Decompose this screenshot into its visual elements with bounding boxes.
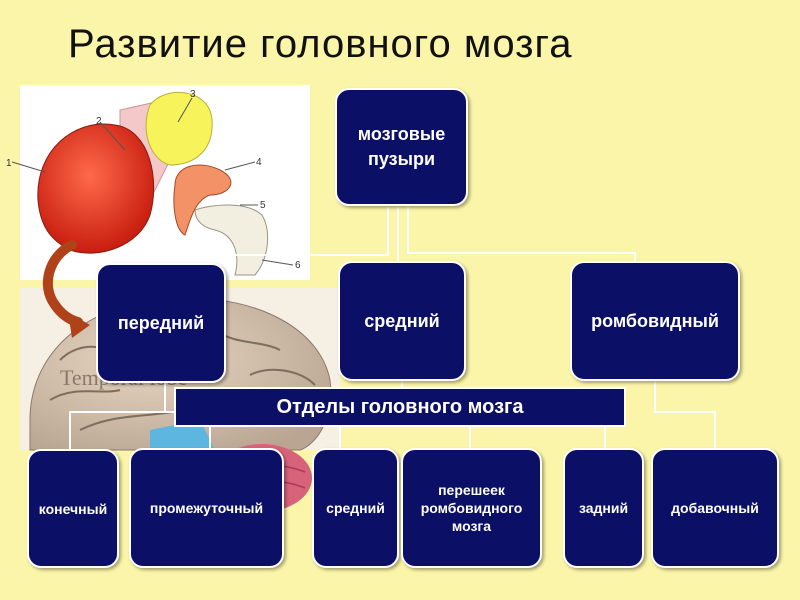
box-midbrain-label: средний: [364, 310, 440, 331]
box-isthmus: перешеек ромбовидного мозга: [401, 448, 542, 568]
box-mesencephalon-label: средний: [326, 500, 385, 516]
vesicle-3: [145, 92, 213, 166]
curved-arrow-icon: [42, 240, 90, 338]
box-rhombencephalon: ромбовидный: [570, 261, 740, 381]
box-brain-vesicles: мозговые пузыри: [335, 88, 468, 206]
box-midbrain: средний: [338, 261, 466, 381]
box-myelencephalon-label: добавочный: [671, 500, 759, 516]
box-telencephalon-label: конечный: [38, 500, 108, 517]
brainstem-region: [150, 420, 215, 450]
box-telencephalon: конечный: [27, 449, 119, 568]
box-metencephalon: задний: [563, 448, 644, 568]
callout-lines: [11, 97, 294, 266]
vesicle-5: [194, 204, 269, 276]
box-rhombencephalon-label: ромбовидный: [591, 310, 719, 331]
embryo-brain-illustration: 1 2 3 4 5 6: [6, 85, 310, 280]
callout-2: 2: [96, 116, 102, 127]
box-diencephalon-label: промежуточный: [149, 500, 264, 516]
box-forebrain-label: передний: [117, 312, 205, 333]
box-metencephalon-label: задний: [578, 500, 629, 516]
section-banner: Отделы головного мозга: [174, 387, 626, 427]
callout-6: 6: [295, 260, 301, 271]
box-forebrain: передний: [96, 263, 226, 383]
callout-5: 5: [260, 200, 266, 211]
slide-title: Развитие головного мозга: [68, 22, 573, 66]
callout-1: 1: [6, 158, 12, 169]
callout-3: 3: [190, 89, 196, 100]
box-isthmus-label: перешеек ромбовидного мозга: [420, 482, 523, 534]
box-myelencephalon: добавочный: [651, 448, 779, 568]
box-brain-vesicles-label: мозговые пузыри: [357, 124, 446, 169]
vesicle-4: [173, 164, 232, 236]
box-mesencephalon: средний: [312, 448, 399, 568]
box-diencephalon: промежуточный: [129, 448, 284, 568]
callout-4: 4: [256, 157, 262, 168]
